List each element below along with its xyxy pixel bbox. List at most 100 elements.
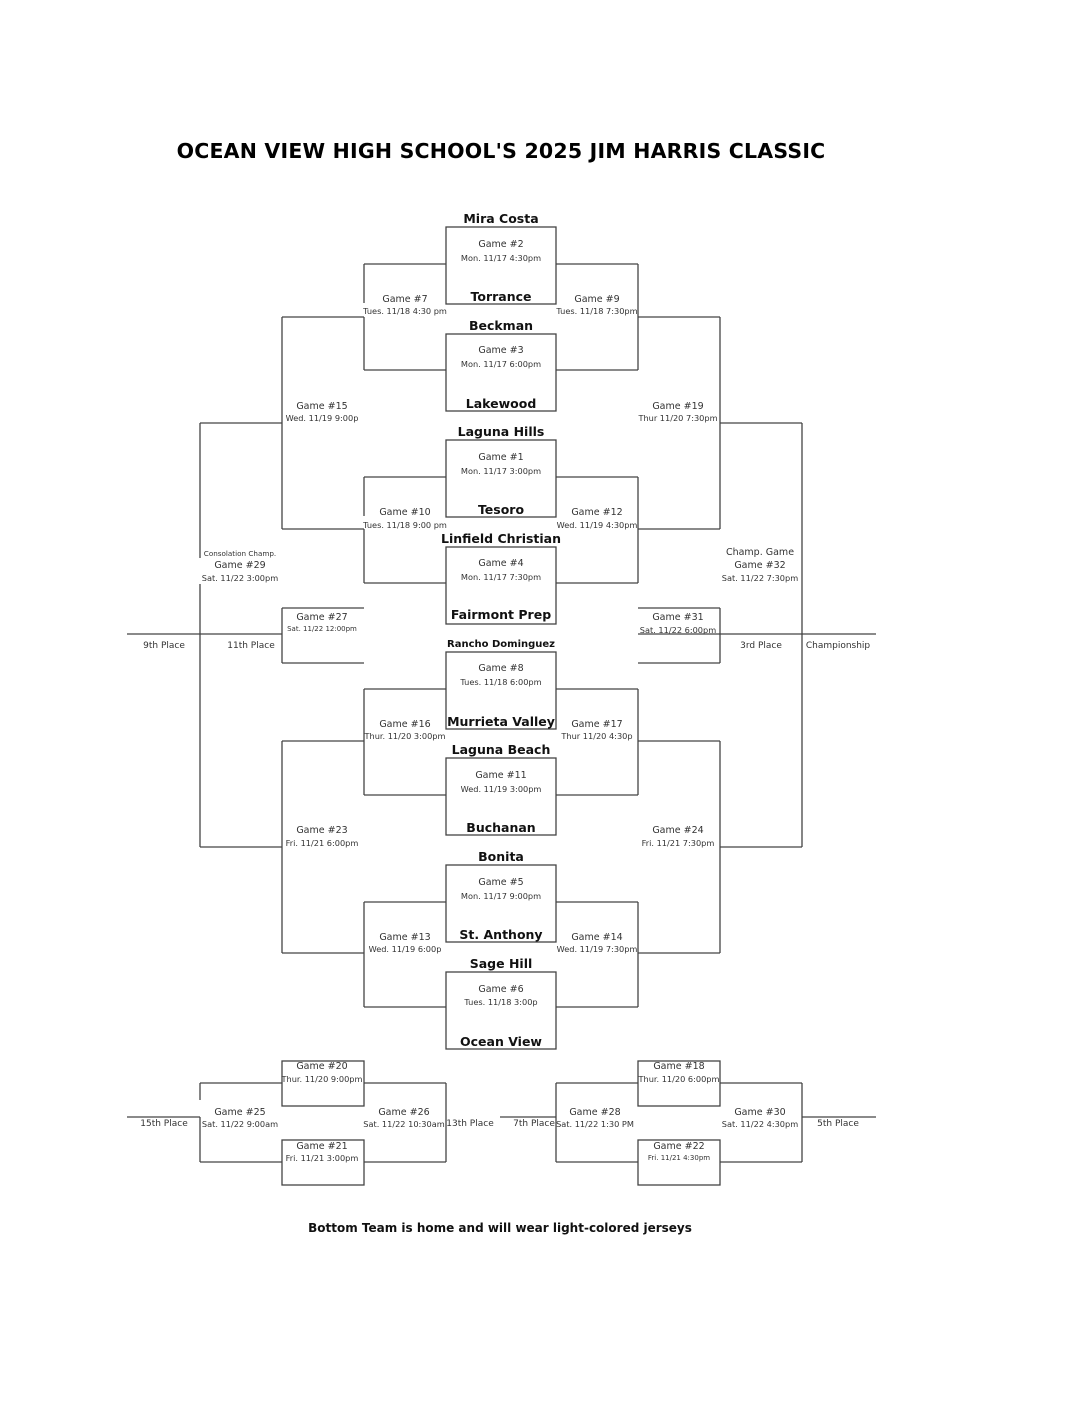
bracket-game-29 [199, 422, 282, 848]
game-date: Wed. 11/19 3:00pm [460, 784, 542, 794]
bracket-game-17 [556, 688, 639, 796]
game-date: Sat. 11/22 10:30am [363, 1119, 445, 1129]
game-number: Game #31 [652, 612, 704, 623]
bracket-game-7 [363, 263, 446, 371]
game-date: Sat. 11/22 1:30 PM [556, 1119, 634, 1129]
game-number: Game #7 [382, 294, 428, 305]
team-bottom: Lakewood [465, 396, 537, 411]
game-number: Game #25 [214, 1107, 266, 1118]
game-date: Thur 11/20 7:30pm [638, 413, 718, 423]
game-number: Game #5 [478, 877, 524, 888]
game-number: Game #6 [478, 984, 524, 995]
bracket-game-15 [281, 316, 364, 530]
game-box-5 [445, 864, 557, 943]
game-date: Sat. 11/22 4:30pm [721, 1119, 799, 1129]
bracket-game-13 [363, 901, 446, 1008]
bracket-game-28 [500, 1082, 638, 1163]
game-number: Game #4 [478, 558, 524, 569]
game-number: Game #11 [475, 770, 527, 781]
team-bottom: St. Anthony [459, 927, 543, 942]
game-number: Game #2 [478, 239, 524, 250]
game-box-6 [445, 971, 557, 1050]
game-date: Sat. 11/22 6:00pm [639, 625, 717, 635]
bracket-game-10 [363, 476, 446, 584]
team-bottom: Ocean View [460, 1034, 542, 1049]
fifteenth-place-label: 15th Place [140, 1119, 188, 1129]
bracket-game-32 [720, 422, 803, 848]
game-date: Sat. 11/22 9:00am [201, 1119, 279, 1129]
fifth-place-label: 5th Place [817, 1119, 859, 1129]
third-place-label: 3rd Place [740, 641, 782, 651]
game-number: Game #10 [379, 507, 431, 518]
game-date: Thur. 11/20 9:00pm [281, 1074, 363, 1084]
game-number: Game #13 [379, 932, 431, 943]
game-number: Game #23 [296, 825, 348, 836]
game-number: Game #15 [296, 401, 348, 412]
team-bottom: Torrance [470, 289, 532, 304]
game-date: Sat. 11/22 7:30pm [721, 573, 799, 583]
game-caption: Consolation Champ. [203, 549, 277, 558]
championship-label: Championship [805, 641, 871, 651]
game-box-8 [445, 651, 557, 730]
game-date: Mon. 11/17 3:00pm [460, 466, 542, 476]
game-number: Game #18 [653, 1061, 705, 1072]
game-number: Game #1 [478, 452, 524, 463]
game-date: Mon. 11/17 9:00pm [460, 891, 542, 901]
game-number: Game #22 [653, 1141, 705, 1152]
game-number: Game #28 [569, 1107, 621, 1118]
game-date: Wed. 11/19 9:00p [285, 413, 359, 423]
game-number: Game #9 [574, 294, 620, 305]
game-number: Game #32 [734, 560, 786, 571]
game-number: Game #8 [478, 663, 524, 674]
bracket-game-16 [363, 688, 446, 796]
game-date: Tues. 11/18 4:30 pm [363, 306, 447, 316]
game-number: Game #20 [296, 1061, 348, 1072]
game-date: Thur 11/20 4:30p [561, 731, 633, 741]
game-caption: Champ. Game [725, 547, 795, 558]
team-top: Bonita [478, 849, 524, 864]
game-number: Game #26 [378, 1107, 430, 1118]
game-box-1 [445, 439, 557, 518]
bracket-game-27 [281, 607, 364, 664]
page-title: OCEAN VIEW HIGH SCHOOL'S 2025 JIM HARRIS… [176, 139, 826, 163]
eleventh-place-label: 11th Place [227, 641, 275, 651]
bracket-game-19 [638, 316, 721, 530]
team-bottom: Tesoro [477, 502, 525, 517]
game-date: Sat. 11/22 3:00pm [201, 573, 279, 583]
game-date: Mon. 11/17 7:30pm [460, 572, 542, 582]
game-date: Fri. 11/21 3:00pm [285, 1153, 359, 1163]
bracket-game-26 [364, 1082, 447, 1163]
game-date: Fri. 11/21 4:30pm [647, 1154, 711, 1162]
game-date: Thur. 11/20 6:00pm [638, 1074, 720, 1084]
game-date: Fri. 11/21 6:00pm [285, 838, 359, 848]
game-box-2 [445, 226, 557, 305]
game-date: Mon. 11/17 6:00pm [460, 359, 542, 369]
game-number: Game #30 [734, 1107, 786, 1118]
game-box-4 [445, 546, 557, 625]
game-number: Game #3 [478, 345, 524, 356]
bracket-game-25 [127, 1082, 282, 1163]
bracket-game-14 [556, 901, 639, 1008]
team-top: Laguna Beach [451, 742, 551, 757]
team-top: Laguna Hills [457, 424, 545, 439]
thirteenth-place-label: 13th Place [446, 1119, 494, 1129]
team-top: Sage Hill [469, 956, 533, 971]
game-date: Thur. 11/20 3:00pm [364, 731, 446, 741]
game-number: Game #14 [571, 932, 623, 943]
game-number: Game #27 [296, 612, 348, 623]
game-date: Wed. 11/19 6:00p [368, 944, 442, 954]
team-top: Linfield Christian [440, 531, 562, 546]
team-bottom: Fairmont Prep [450, 607, 552, 622]
game-number: Game #24 [652, 825, 704, 836]
game-date: Tues. 11/18 9:00 pm [363, 520, 447, 530]
game-date: Wed. 11/19 7:30pm [556, 944, 638, 954]
game-date: Tues. 11/18 3:00p [464, 997, 538, 1007]
game-date: Fri. 11/21 7:30pm [641, 838, 715, 848]
team-top: Mira Costa [463, 211, 539, 226]
bracket-game-9 [556, 263, 639, 371]
game-date: Wed. 11/19 4:30pm [556, 520, 638, 530]
bracket-game-12 [556, 476, 639, 584]
game-number: Game #17 [571, 719, 623, 730]
game-box-3 [445, 333, 557, 412]
